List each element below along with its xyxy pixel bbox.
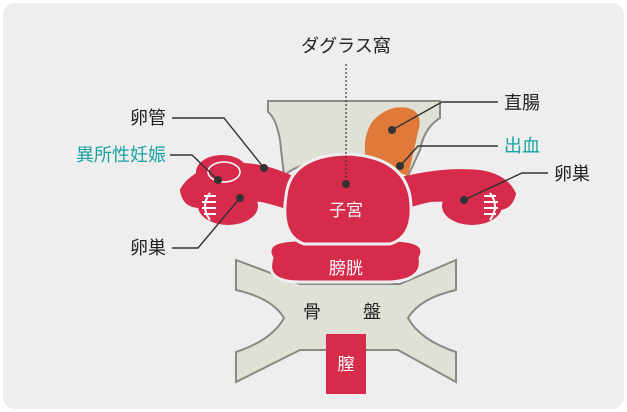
label-rectum: 直腸 — [504, 93, 540, 114]
ectopic-pregnancy — [196, 155, 248, 189]
bladder — [268, 238, 424, 284]
pelvis-label-right: 盤 — [363, 302, 381, 323]
dot-rectum — [388, 126, 396, 134]
dot-ectopic — [214, 176, 222, 184]
ovary-left — [198, 187, 258, 225]
fimbriae-right — [484, 192, 498, 221]
label-ovary-right: 卵巣 — [554, 164, 590, 185]
label-ectopic-pregnancy: 異所性妊娠 — [76, 145, 166, 166]
vagina-label: 膣 — [338, 355, 355, 375]
label-ovary-left: 卵巣 — [130, 238, 166, 259]
leader-ovary-right — [463, 172, 548, 201]
leader-bleeding — [399, 145, 498, 167]
dot-douglas — [342, 180, 350, 188]
leader-ovary-left — [172, 197, 241, 249]
fimbriae-left — [202, 192, 216, 221]
ectopic-pregnancy-inner — [207, 161, 241, 183]
label-douglas-pouch: ダグラス窩 — [301, 36, 391, 57]
leader-fallopian-tube — [172, 117, 265, 169]
pelvic-bone — [235, 258, 457, 384]
ovary-right — [442, 187, 502, 225]
dot-ovary-left — [236, 194, 244, 202]
leader-ectopic — [170, 154, 219, 181]
uterus-label: 子宮 — [329, 201, 363, 221]
vagina — [326, 334, 366, 394]
label-bleeding: 出血 — [504, 136, 540, 157]
uterus — [283, 152, 413, 246]
bladder-label: 膀胱 — [329, 259, 363, 279]
leader-rectum — [391, 101, 498, 131]
dot-fallopian-tube — [260, 164, 268, 172]
dot-bleeding — [396, 162, 404, 170]
dot-ovary-right — [460, 196, 468, 204]
pelvis-label-left: 骨 — [303, 302, 321, 323]
label-fallopian-tube: 卵管 — [130, 108, 166, 129]
